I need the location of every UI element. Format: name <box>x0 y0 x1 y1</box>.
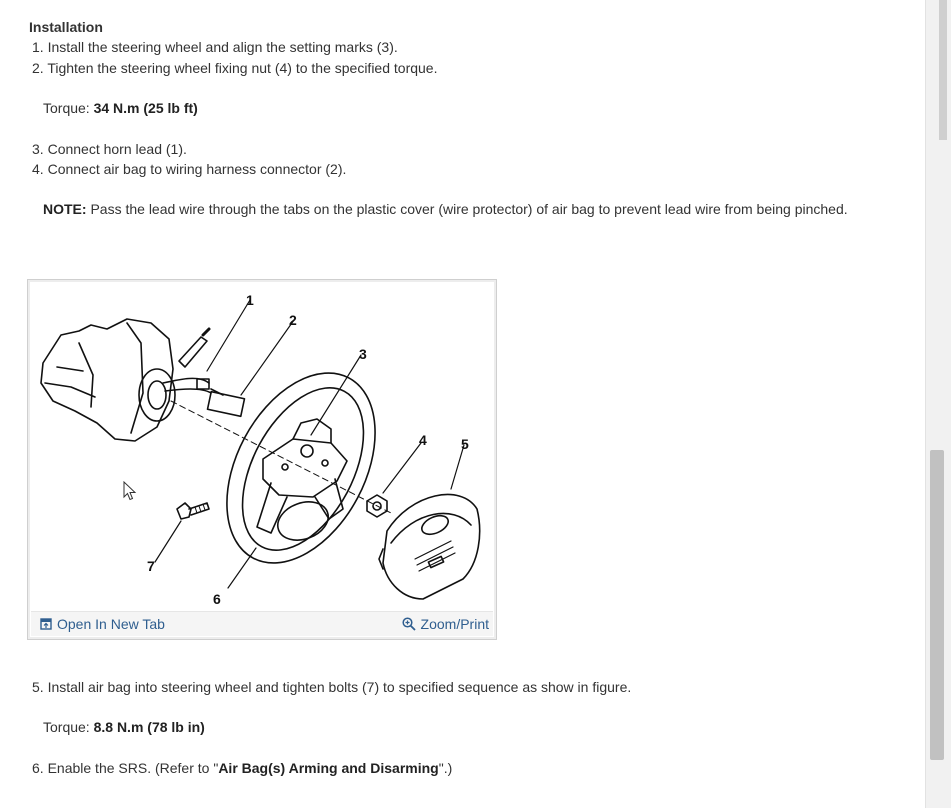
step-text: Install the steering wheel and align the… <box>47 39 398 55</box>
step-number: 5. <box>32 679 44 695</box>
callout-7: 7 <box>147 558 155 574</box>
note-text: Pass the lead wire through the tabs on t… <box>86 201 848 217</box>
mouse-pointer-icon <box>123 481 137 501</box>
callout-2: 2 <box>289 312 297 328</box>
open-in-new-tab-label: Open In New Tab <box>57 616 165 632</box>
torque-label: Torque: <box>43 100 94 116</box>
step-number: 4. <box>32 161 44 177</box>
open-in-new-tab-link[interactable]: Open In New Tab <box>40 616 165 632</box>
callout-4: 4 <box>419 432 427 448</box>
zoom-icon <box>401 617 416 631</box>
inner-scrollbar-thumb[interactable] <box>939 0 947 140</box>
scrollbar-thumb[interactable] <box>930 450 944 760</box>
open-new-tab-icon <box>40 618 52 630</box>
note: NOTE: Pass the lead wire through the tab… <box>43 200 848 218</box>
torque-spec-2: Torque: 8.8 N.m (78 lb in) <box>43 718 205 736</box>
step-6: 6. Enable the SRS. (Refer to "Air Bag(s)… <box>32 759 452 777</box>
zoom-print-label: Zoom/Print <box>420 616 489 632</box>
step-1: 1. Install the steering wheel and align … <box>32 38 398 56</box>
torque-spec-1: Torque: 34 N.m (25 lb ft) <box>43 99 198 117</box>
step-text: Connect horn lead (1). <box>47 141 187 157</box>
step-number: 3. <box>32 141 44 157</box>
step-number: 6. <box>32 760 44 776</box>
torque-value: 34 N.m (25 lb ft) <box>93 100 198 116</box>
figure-toolbar: Open In New Tab Zoom/Print <box>31 611 493 636</box>
reference-link[interactable]: Air Bag(s) Arming and Disarming <box>218 760 439 776</box>
figure-panel: 1 2 3 4 5 6 7 Open In New Tab <box>27 279 497 640</box>
step-3: 3. Connect horn lead (1). <box>32 140 187 158</box>
section-heading: Installation <box>29 19 103 35</box>
step-5: 5. Install air bag into steering wheel a… <box>32 678 631 696</box>
callout-3: 3 <box>359 346 367 362</box>
step-text-before: Enable the SRS. (Refer to " <box>47 760 219 776</box>
vertical-scrollbar[interactable] <box>925 0 951 808</box>
callout-6: 6 <box>213 591 221 607</box>
note-label: NOTE: <box>43 201 87 217</box>
callout-5: 5 <box>461 436 469 452</box>
document-content: Installation 1. Install the steering whe… <box>27 19 848 777</box>
callout-1: 1 <box>246 292 254 308</box>
step-text: Connect air bag to wiring harness connec… <box>47 161 347 177</box>
zoom-print-link[interactable]: Zoom/Print <box>401 616 489 632</box>
torque-label: Torque: <box>43 719 94 735</box>
step-2: 2. Tighten the steering wheel fixing nut… <box>32 59 437 77</box>
step-text: Tighten the steering wheel fixing nut (4… <box>47 60 438 76</box>
step-4: 4. Connect air bag to wiring harness con… <box>32 160 346 178</box>
step-text: Install air bag into steering wheel and … <box>47 679 632 695</box>
step-text-after: ".) <box>438 760 453 776</box>
step-number: 2. <box>32 60 44 76</box>
step-number: 1. <box>32 39 44 55</box>
torque-value: 8.8 N.m (78 lb in) <box>93 719 205 735</box>
steering-wheel-diagram[interactable]: 1 2 3 4 5 6 7 <box>31 283 493 611</box>
